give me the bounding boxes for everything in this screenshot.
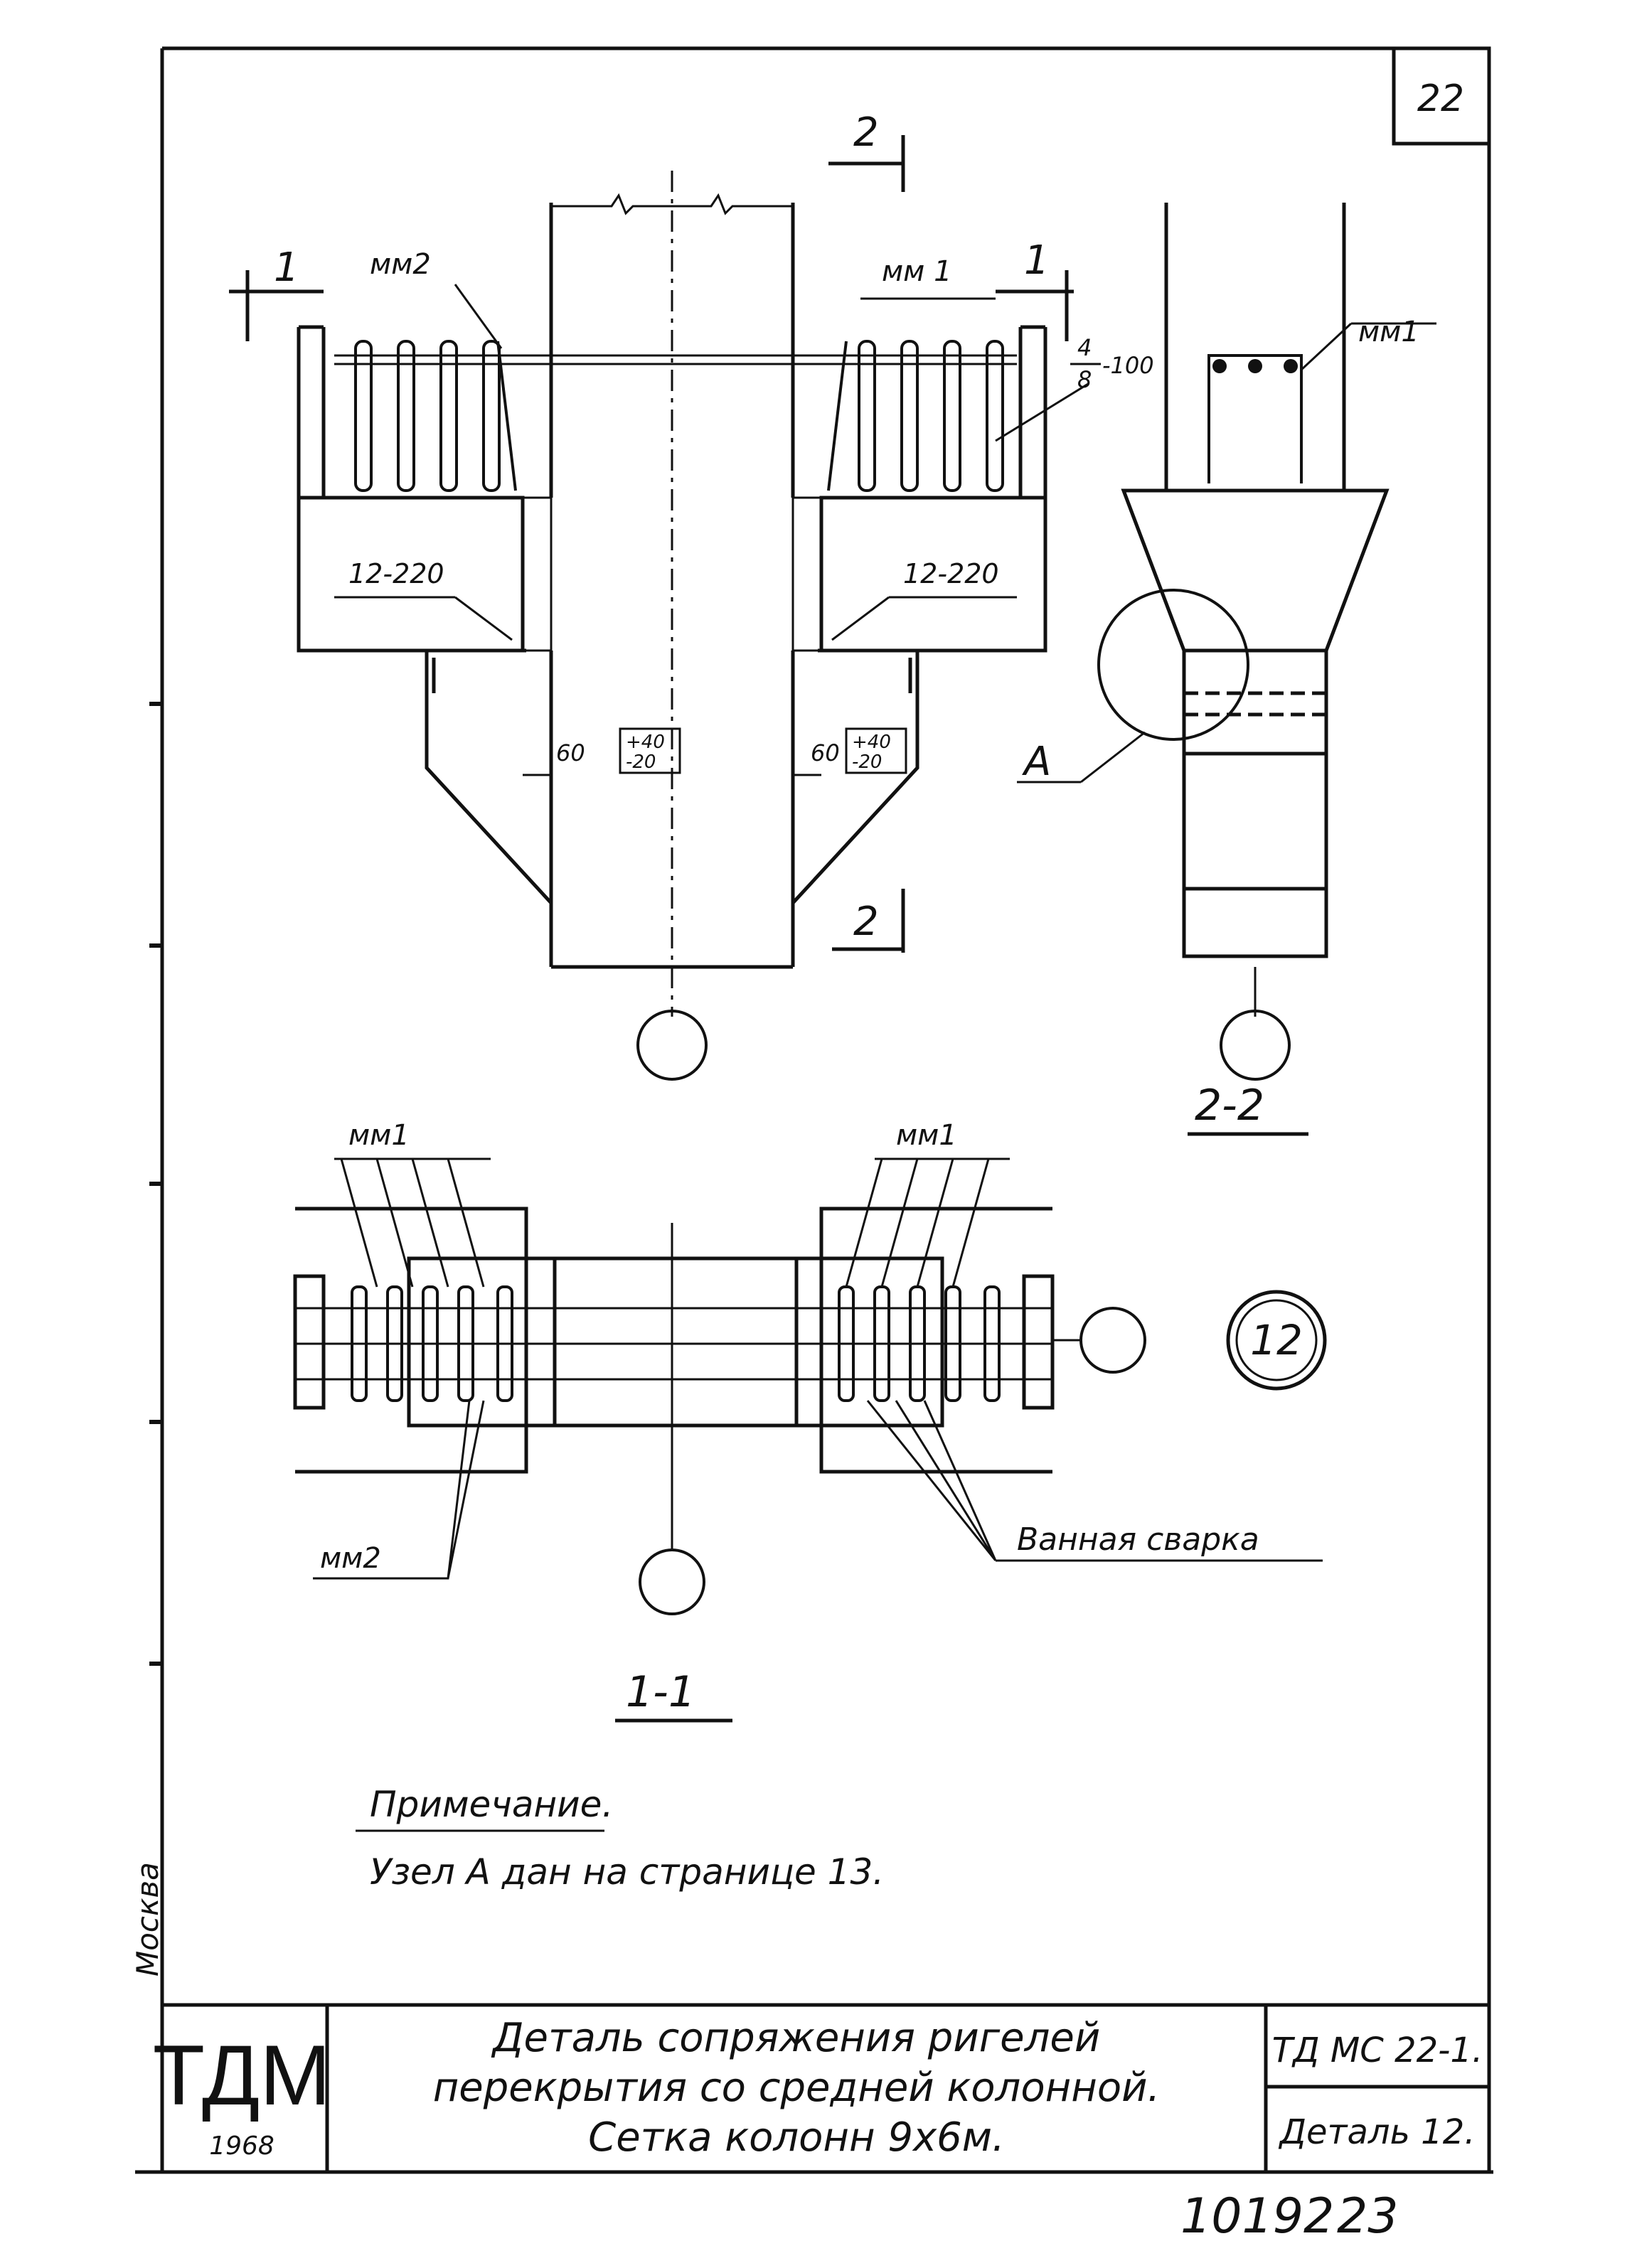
top-rebar — [334, 354, 1017, 365]
label-spacing: 4 — [1077, 334, 1092, 361]
dimension-left: 60 +40 -20 — [523, 727, 681, 776]
title-line-3: Сетка колонн 9х6м. — [588, 2114, 1005, 2161]
label-mm2: мм2 — [370, 248, 431, 281]
label-rebar-right: 12-220 — [903, 558, 999, 589]
svg-text:1: 1 — [274, 245, 299, 291]
node-a-circle — [1097, 589, 1249, 741]
label-mm1-side: мм1 — [1358, 316, 1419, 348]
elevation-view: 2 2 1 1 мм2 мм 1 4 8 -100 12-220 12-220 — [229, 109, 1154, 1081]
axis-bubble — [636, 1010, 708, 1081]
svg-text:+40: +40 — [852, 732, 891, 753]
svg-text:-20: -20 — [852, 751, 882, 773]
title-block: ТДМ 1968 Деталь сопряжения ригелей перек… — [153, 2003, 1491, 2172]
section-mark-2-top: 2 — [828, 109, 905, 192]
label-node-a: А — [1022, 739, 1051, 785]
plan-stirrups-left — [351, 1285, 513, 1402]
section-mark-1-right: 1 — [996, 237, 1074, 341]
note-heading: Примечание. — [370, 1784, 613, 1825]
detail-number: 12 — [1250, 1316, 1303, 1364]
svg-text:-20: -20 — [626, 751, 656, 773]
svg-text:60: 60 — [556, 739, 585, 766]
svg-text:2: 2 — [853, 109, 879, 156]
title-year: 1968 — [209, 2131, 274, 2161]
section-mark-1-left: 1 — [229, 245, 324, 341]
detail-number-circle — [1226, 1290, 1327, 1391]
svg-text:60: 60 — [811, 739, 840, 766]
axis-bubble-2-2 — [1220, 1010, 1291, 1081]
plan-rebars — [295, 1307, 1052, 1381]
label-mm1-right: мм1 — [896, 1119, 957, 1152]
note-text: Узел А дан на странице 13. — [370, 1851, 884, 1893]
view-label-2-2: 2-2 — [1195, 1081, 1264, 1130]
org-logo: ТДМ — [153, 2028, 331, 2123]
title-code: ТД МС 22-1. — [1272, 2031, 1483, 2070]
support-plates — [427, 648, 917, 693]
label-rebar-left: 12-220 — [348, 558, 444, 589]
page-number: 22 — [1417, 77, 1464, 120]
left-stirrups — [354, 340, 517, 492]
axis-bubble-1-1-right — [1079, 1307, 1146, 1374]
right-stirrups — [827, 340, 1004, 492]
title-line-2: перекрытия со средней колонной. — [433, 2065, 1161, 2111]
margin-ticks — [149, 702, 162, 1666]
section-mark-2-bottom: 2 — [832, 889, 905, 953]
svg-text:2: 2 — [853, 899, 879, 945]
right-beam — [819, 325, 1047, 653]
label-spacing-sub: 8 — [1077, 366, 1092, 393]
column-break — [551, 193, 793, 215]
label-weld: Ванная сварка — [1017, 1521, 1259, 1558]
axis-bubble-1-1-bottom — [639, 1548, 705, 1615]
svg-text:1: 1 — [1024, 237, 1050, 284]
label-mm1: мм 1 — [882, 255, 952, 288]
grout-fill — [521, 496, 823, 652]
title-line-1: Деталь сопряжения ригелей — [491, 2015, 1101, 2061]
city-label: Москва — [130, 1862, 165, 1977]
sheet-sequence-number: 23 — [1337, 2188, 1399, 2245]
label-spacing-step: -100 — [1102, 352, 1154, 379]
archive-number: 10192 — [1180, 2188, 1334, 2245]
title-detail: Деталь 12. — [1279, 2112, 1476, 2152]
page-number-box: 22 — [1392, 46, 1491, 146]
svg-text:+40: +40 — [626, 732, 665, 753]
view-label-1-1: 1-1 — [626, 1667, 695, 1717]
section-1-1-view: 12 мм1 мм1 мм2 Ванная сварка 1-1 — [293, 1119, 1327, 1723]
dimension-right: 60 +40 -20 — [793, 727, 907, 776]
stirrup-2-2 — [1207, 354, 1303, 483]
section-2-2-view: А мм1 2-2 — [1017, 203, 1436, 1136]
label-mm1-left: мм1 — [348, 1119, 410, 1152]
label-mm2-plan: мм2 — [320, 1542, 381, 1575]
